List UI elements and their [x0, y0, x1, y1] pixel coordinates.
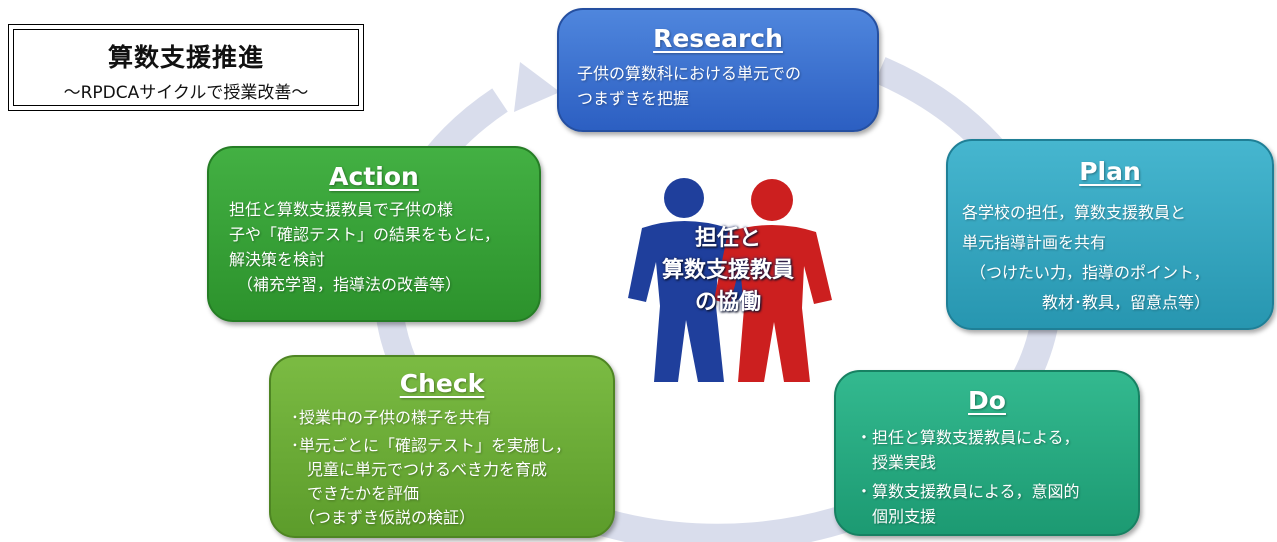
title-subtitle: ～RPDCAサイクルで授業改善～ [63, 83, 309, 103]
research-body: 子供の算数科における単元での つまずきを把握 [559, 61, 877, 111]
center-label: 担任と 算数支援教員 の協働 [620, 223, 836, 319]
do-heading: Do [968, 386, 1006, 415]
center-label-line: の協働 [694, 290, 761, 315]
action-card: Action 担任と算数支援教員で子供の様 子や「確認テスト」の結果をもとに， … [207, 146, 541, 322]
action-line: 担任と算数支援教員で子供の様 [229, 200, 454, 219]
do-line: 個別支援 [856, 507, 937, 526]
action-line: （補充学習，指導法の改善等） [229, 275, 462, 294]
action-heading: Action [329, 162, 419, 191]
plan-body: 各学校の担任，算数支援教員と 単元指導計画を共有 （つけたい力，指導のポイント，… [948, 198, 1272, 318]
research-heading: Research [653, 24, 783, 53]
red-person-icon [714, 179, 832, 382]
cycle-arrowhead [514, 62, 560, 112]
plan-line: 教材･教具，留意点等） [962, 293, 1211, 312]
plan-line: 各学校の担任，算数支援教員と [962, 203, 1187, 222]
research-card: Research 子供の算数科における単元での つまずきを把握 [557, 8, 879, 132]
check-line: できたかを評価 [291, 484, 420, 503]
check-line: 児童に単元でつけるべき力を育成 [291, 460, 548, 479]
action-line: 解決策を検討 [229, 250, 326, 269]
do-body: ・担任と算数支援教員による， 授業実践 ・算数支援教員による，意図的 個別支援 [836, 425, 1138, 529]
do-card: Do ・担任と算数支援教員による， 授業実践 ・算数支援教員による，意図的 個別… [834, 370, 1140, 536]
do-line: ・算数支援教員による，意図的 [856, 482, 1080, 501]
plan-card: Plan 各学校の担任，算数支援教員と 単元指導計画を共有 （つけたい力，指導の… [946, 139, 1274, 330]
research-line: 子供の算数科における単元での [577, 64, 802, 83]
action-line: 子や「確認テスト」の結果をもとに， [229, 225, 500, 244]
plan-line: （つけたい力，指導のポイント， [962, 263, 1210, 282]
check-line: （つまずき仮説の検証） [291, 508, 476, 527]
do-line: ・担任と算数支援教員による， [856, 428, 1080, 447]
center-label-line: 算数支援教員 [661, 258, 794, 283]
title-box-inner: 算数支援推進 ～RPDCAサイクルで授業改善～ [13, 29, 359, 106]
research-line: つまずきを把握 [577, 89, 690, 108]
check-heading: Check [399, 369, 485, 398]
check-card: Check ･授業中の子供の様子を共有 ･単元ごとに「確認テスト」を実施し， 児… [269, 355, 615, 538]
center-label-line: 担任と [694, 226, 761, 251]
title-box: 算数支援推進 ～RPDCAサイクルで授業改善～ [8, 24, 364, 111]
blue-person-icon [628, 178, 746, 382]
do-line: 授業実践 [856, 453, 937, 472]
action-body: 担任と算数支援教員で子供の様 子や「確認テスト」の結果をもとに， 解決策を検討 … [209, 197, 539, 297]
check-line: ･授業中の子供の様子を共有 [291, 408, 492, 427]
plan-heading: Plan [1079, 157, 1141, 186]
check-line: ･単元ごとに「確認テスト」を実施し， [291, 436, 572, 455]
check-body: ･授業中の子供の様子を共有 ･単元ごとに「確認テスト」を実施し， 児童に単元でつ… [271, 406, 613, 530]
plan-line: 単元指導計画を共有 [962, 233, 1107, 252]
title-main: 算数支援推進 [107, 43, 264, 72]
collaboration-people-icon [628, 178, 832, 382]
